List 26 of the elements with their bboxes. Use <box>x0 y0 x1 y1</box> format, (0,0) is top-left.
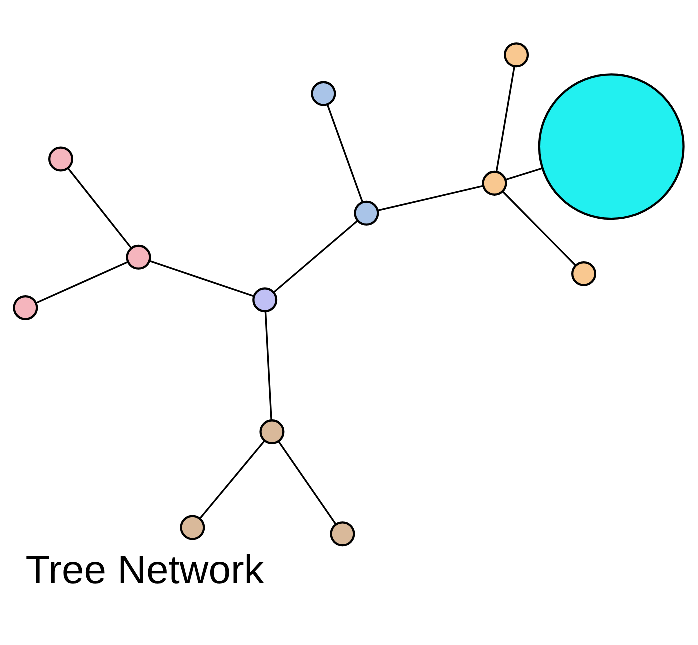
connector <box>68 168 132 249</box>
connector <box>326 104 364 202</box>
connector <box>150 260 254 298</box>
connector <box>496 66 516 172</box>
node-circle <box>311 81 336 106</box>
node-circle <box>13 295 38 320</box>
node-circle <box>504 42 530 68</box>
node-circle <box>180 515 206 540</box>
node-circle <box>260 420 285 445</box>
connector <box>502 191 576 266</box>
connector <box>199 440 266 520</box>
connector <box>278 441 337 526</box>
connector <box>506 168 543 181</box>
connector <box>264 312 272 420</box>
node-circle <box>354 200 380 226</box>
node-circle <box>538 74 685 220</box>
node-circle <box>252 288 278 313</box>
node-circle <box>48 146 74 172</box>
connector <box>36 261 128 304</box>
diagram-title: Tree Network <box>26 548 264 592</box>
connector <box>274 220 358 293</box>
node-circle <box>572 261 597 286</box>
node-circle <box>126 244 152 270</box>
node-circle <box>330 522 356 547</box>
node-circle <box>482 170 508 196</box>
connector <box>378 185 484 212</box>
